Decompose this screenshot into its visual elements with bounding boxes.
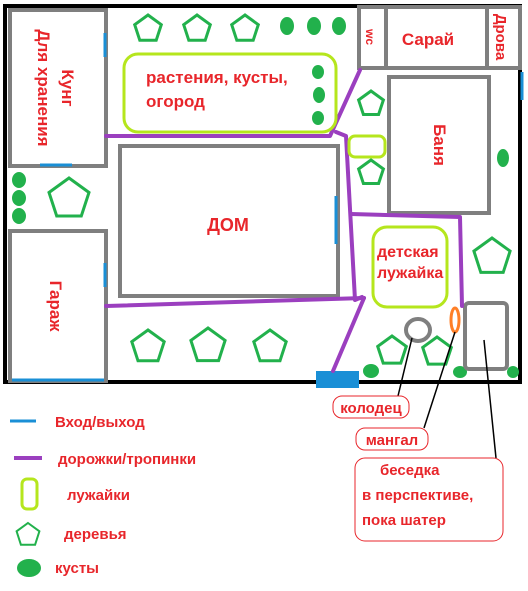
tree-icon [181,13,213,42]
bush-icon [312,65,324,79]
garage-building [8,229,108,383]
grill-callout: мангал [366,432,418,449]
firewood-building [485,5,522,70]
firewood-label: Дрова [492,14,509,61]
wc-label: wc [363,28,377,45]
kids-lawn-label-2: лужайка [377,265,443,282]
bush-icon [507,366,519,378]
tree-icon [375,334,409,365]
gazebo-callout-1: беседка [380,462,440,479]
kung-label: Кунг [58,69,77,106]
well-callout: колодец [340,400,402,417]
kids-lawn-label: детская [377,244,439,261]
tree-icon [356,158,386,185]
bath-label: Баня [430,124,449,166]
gazebo-callout-2: в перспективе, [362,487,473,504]
garage-label: Гараж [46,281,65,333]
legend-trees-label: деревья [64,526,127,543]
gazebo-callout-3: пока шатер [362,512,446,529]
bath-building [387,75,491,215]
tree-icon [229,13,261,42]
tree-icon [472,236,512,274]
main-gate [316,371,359,388]
paths [104,68,464,373]
shed-label: Сарай [402,30,454,49]
tree-icon [47,176,91,218]
wc-building [357,5,388,70]
kung-sub-label: Для хранения [34,29,53,146]
bush-icon [453,366,467,378]
bush-icon [313,87,325,103]
legend-trees-swatch [15,521,41,546]
legend-lawns-label: лужайки [67,487,130,504]
legend-bushes-swatch [17,559,41,577]
house-building [118,144,340,298]
tree-icon [130,328,166,363]
callouts: колодец мангал беседка в перспективе, по… [332,331,504,542]
grill [449,306,461,334]
legend-entry-label: Вход/выход [55,414,145,431]
tree-icon [132,13,164,42]
bush-icon [12,190,26,206]
legend: Вход/выход дорожки/тропинки лужайки дере… [10,414,196,577]
kung-building [8,8,108,168]
bush-icon [497,149,509,167]
gazebo [463,301,509,371]
house-label: ДОМ [207,215,249,235]
bush-icon [363,364,379,378]
plants-label: растения, кусты, [146,68,288,87]
legend-paths-label: дорожки/тропинки [58,451,196,468]
lawns [122,52,449,309]
bush-icon [307,17,321,35]
entries [12,33,524,388]
plot-boundary [3,4,522,384]
tree-icon [189,326,227,363]
trees [47,13,512,366]
bushes [12,17,519,378]
well [404,317,432,343]
tree-icon [420,335,454,366]
plants-label-2: огород [146,92,205,111]
bush-icon [332,17,346,35]
legend-lawns-swatch [20,477,39,511]
tree-icon [252,328,288,363]
shed-building [384,5,489,70]
tree-icon [356,89,386,116]
bush-icon [12,208,26,224]
bush-icon [312,111,324,125]
legend-bushes-label: кусты [55,560,99,577]
bush-icon [12,172,26,188]
bush-icon [280,17,294,35]
